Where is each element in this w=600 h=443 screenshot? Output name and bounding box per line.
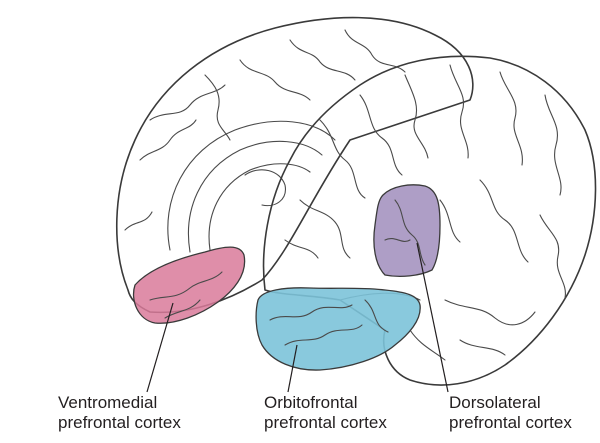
dorsolateral-label: Dorsolateral prefrontal cortex (449, 393, 572, 433)
orbitofrontal-leader-line (287, 344, 298, 393)
dorsolateral-leader-line (416, 242, 449, 393)
orbitofrontal-pfc-region (255, 287, 421, 371)
dorsolateral-pfc-region (373, 184, 441, 277)
dorsolateral-label-line2: prefrontal cortex (449, 413, 572, 432)
dorsolateral-label-line1: Dorsolateral (449, 393, 541, 412)
ventromedial-leader-line (146, 302, 174, 393)
orbitofrontal-label-line1: Orbitofrontal (264, 393, 358, 412)
ventromedial-label-line1: Ventromedial (58, 393, 158, 412)
ventromedial-label: Ventromedial prefrontal cortex (58, 393, 181, 433)
orbitofrontal-label-line2: prefrontal cortex (264, 413, 387, 432)
ventromedial-label-line2: prefrontal cortex (58, 413, 181, 432)
orbitofrontal-label: Orbitofrontal prefrontal cortex (264, 393, 387, 433)
ventromedial-pfc-region (132, 246, 246, 324)
